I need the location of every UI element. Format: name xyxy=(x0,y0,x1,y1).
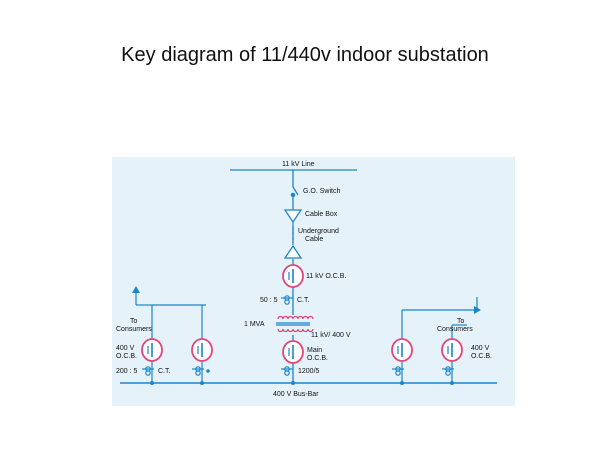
ct-left-label: C.T. xyxy=(158,368,171,375)
main-ct-symbol xyxy=(281,366,293,376)
underground-label-1: Underground xyxy=(298,228,339,235)
lv-ocb-left-label-1: 400 V xyxy=(116,345,135,352)
left-ocb-symbol xyxy=(141,338,163,362)
left-ct-symbols xyxy=(142,366,210,376)
substation-key-diagram: 11 kV Line G.O. Switch Cable Box Undergr… xyxy=(112,157,515,406)
hv-path xyxy=(230,169,357,383)
consumers-label-left: Consumers xyxy=(116,326,152,333)
transformer-symbol xyxy=(276,315,314,333)
line-label: 11 kV Line xyxy=(282,161,315,168)
to-label-right: To xyxy=(457,318,465,325)
main-ocb-symbol xyxy=(282,340,304,364)
ct-left-ratio-label: 200 : 5 xyxy=(116,368,138,375)
go-switch-label: G.O. Switch xyxy=(303,188,340,195)
right-ocb-symbol xyxy=(391,338,413,362)
cable-box-label: Cable Box xyxy=(305,211,338,218)
main-ocb-label-2: O.C.B. xyxy=(307,355,328,362)
mva-label: 1 MVA xyxy=(244,321,265,328)
to-label-left: To xyxy=(130,318,138,325)
hv-ocb-label: 11 kV O.C.B. xyxy=(306,273,346,280)
lv-ocb-right-label-2: O.C.B. xyxy=(471,353,492,360)
diagram-background xyxy=(112,157,515,406)
lv-ocb-right-label-1: 400 V xyxy=(471,345,490,352)
hv-ocb-symbol xyxy=(282,264,304,288)
cable-box-symbol xyxy=(283,209,303,224)
slide-title: Key diagram of 11/440v indoor substation xyxy=(121,44,489,66)
ct-main-ratio-label: 1200/5 xyxy=(298,368,320,375)
left-feeder-arrow xyxy=(132,286,140,293)
hv-ct-symbol xyxy=(281,295,293,305)
cable-box-symbol-lower xyxy=(283,244,303,259)
transformer-ratio-label: 11 kV/ 400 V xyxy=(311,332,351,339)
left-ocb-symbol-2 xyxy=(191,338,213,362)
lv-ocb-left-label-2: O.C.B. xyxy=(116,353,137,360)
underground-label-2: Cable xyxy=(305,236,323,243)
ct-ratio-label: 50 : 5 xyxy=(260,297,278,304)
consumers-label-right: Consumers xyxy=(437,326,473,333)
main-ocb-label-1: Main xyxy=(307,347,322,354)
right-ocb-symbol-2 xyxy=(441,338,463,362)
go-switch-symbol xyxy=(290,186,299,198)
busbar-label: 400 V Bus-Bar xyxy=(273,391,319,398)
right-feeder-arrow xyxy=(474,306,481,314)
ct-label: C.T. xyxy=(297,297,310,304)
right-ct-symbols xyxy=(392,366,454,376)
